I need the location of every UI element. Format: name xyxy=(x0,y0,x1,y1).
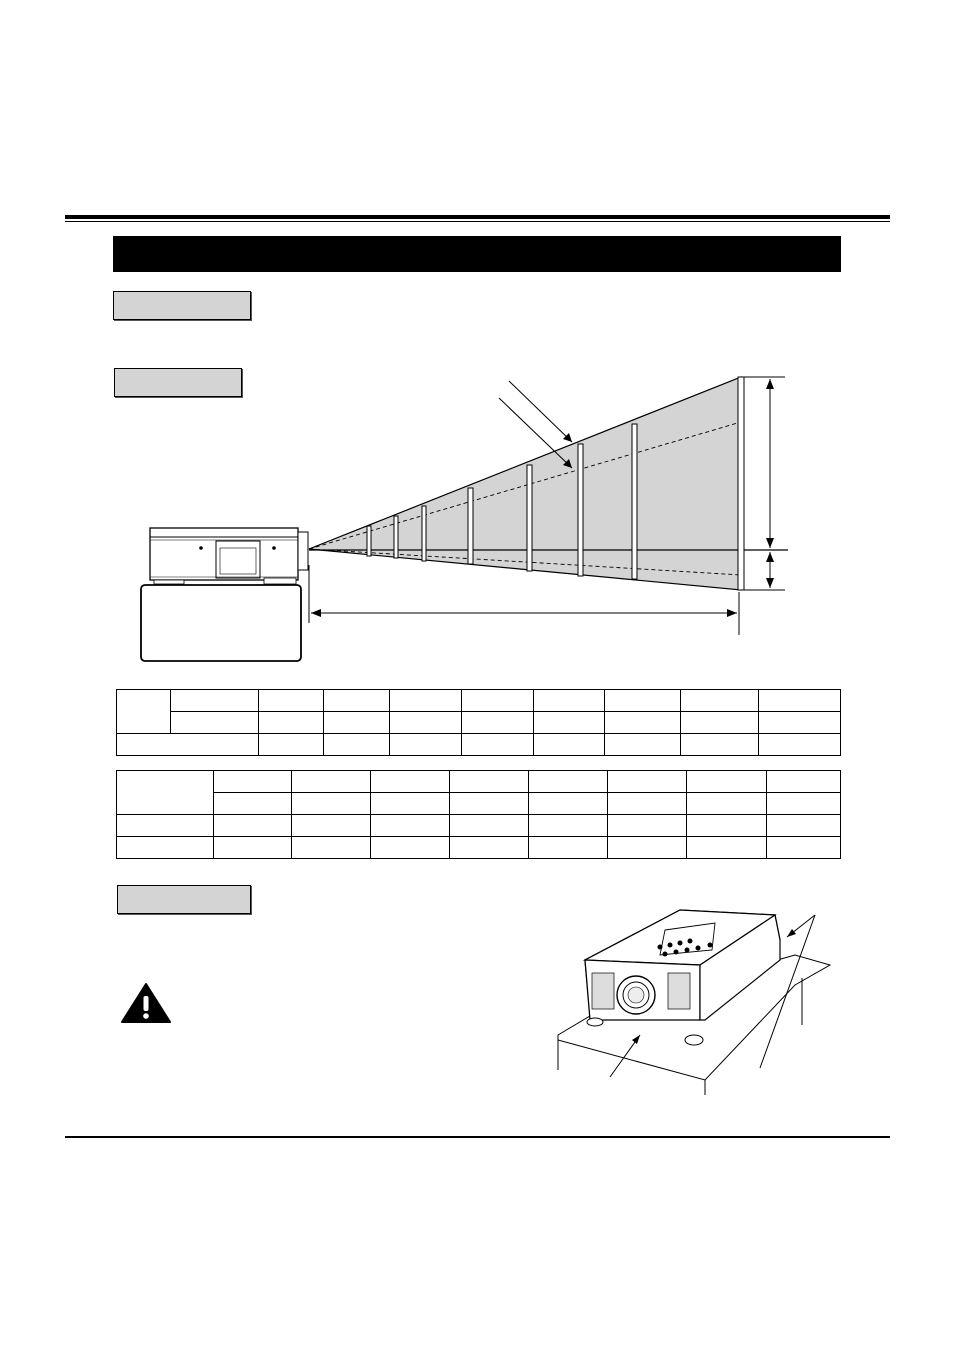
table-cell xyxy=(528,836,608,859)
table-cell xyxy=(766,814,841,837)
cone-dashed-lower xyxy=(308,548,742,576)
table-cell xyxy=(766,792,841,815)
table-cell xyxy=(370,770,450,793)
header-rule-thick xyxy=(65,215,890,219)
table-cell xyxy=(291,836,371,859)
screen-panels xyxy=(366,376,745,591)
section-label-2 xyxy=(114,368,242,397)
table-cell xyxy=(461,733,534,756)
header-rule-thin xyxy=(65,221,890,222)
table-cell xyxy=(449,770,529,793)
table-cell xyxy=(449,836,529,859)
pointer-arrow-upper xyxy=(508,380,573,443)
table-cell xyxy=(533,733,605,756)
table-cell xyxy=(213,792,292,815)
table-cell xyxy=(758,711,841,734)
cone-dashed-upper xyxy=(308,421,742,550)
table-1-row-header xyxy=(116,689,171,734)
table-cell xyxy=(607,836,687,859)
table-cell xyxy=(170,689,259,712)
table-cell xyxy=(461,689,534,712)
table-cell xyxy=(686,792,767,815)
table-cell xyxy=(607,792,687,815)
warning-triangle-icon xyxy=(121,983,171,1023)
table-cell xyxy=(258,689,324,712)
table-cell xyxy=(323,689,390,712)
section-label-1 xyxy=(113,291,251,320)
control-buttons xyxy=(657,938,713,957)
projector-stand xyxy=(140,584,302,662)
table-cell xyxy=(389,711,462,734)
table-cell xyxy=(258,711,324,734)
table-cell xyxy=(766,836,841,859)
table-cell xyxy=(686,836,767,859)
table-cell xyxy=(533,689,605,712)
table-cell xyxy=(389,733,462,756)
table-cell xyxy=(258,733,324,756)
table-cell xyxy=(686,770,767,793)
table-cell xyxy=(291,770,371,793)
table-cell xyxy=(680,711,759,734)
table-cell xyxy=(449,814,529,837)
table-cell xyxy=(680,689,759,712)
table-cell xyxy=(758,689,841,712)
table-cell xyxy=(370,792,450,815)
table-cell xyxy=(686,814,767,837)
table-cell xyxy=(604,711,681,734)
callout-line-side xyxy=(759,914,816,1069)
projector-perspective-illustration xyxy=(557,909,832,1095)
table-cell xyxy=(604,689,681,712)
projector-side-view xyxy=(149,527,309,585)
table-cell xyxy=(213,814,292,837)
table-cell xyxy=(291,792,371,815)
table-cell xyxy=(170,711,259,734)
screen-panel-largest xyxy=(737,376,745,591)
table-cell xyxy=(323,711,390,734)
table-cell xyxy=(213,770,292,793)
table-cell xyxy=(528,792,608,815)
projection-diagram xyxy=(140,376,788,662)
table-cell xyxy=(461,711,534,734)
table-cell xyxy=(449,792,529,815)
screen-panel xyxy=(526,464,533,572)
screen-panel xyxy=(421,505,427,562)
screen-panel xyxy=(467,487,474,565)
section-title-bar xyxy=(113,236,841,272)
distance-table-2 xyxy=(116,770,841,859)
table-cell xyxy=(291,814,371,837)
table-cell xyxy=(607,814,687,837)
projection-cone xyxy=(308,376,742,591)
table-cell xyxy=(533,711,605,734)
table-cell xyxy=(213,836,292,859)
table-cell xyxy=(370,836,450,859)
table-cell xyxy=(607,770,687,793)
table-cell xyxy=(116,733,259,756)
table-2-row-header xyxy=(116,770,214,815)
table-cell xyxy=(389,689,462,712)
table-cell xyxy=(604,733,681,756)
table-cell xyxy=(528,770,608,793)
table-cell xyxy=(528,814,608,837)
table-cell xyxy=(116,836,214,859)
screen-panel xyxy=(577,443,584,577)
table-cell xyxy=(766,770,841,793)
screen-panel xyxy=(631,423,638,580)
screen-panel xyxy=(366,525,372,557)
table-cell xyxy=(758,733,841,756)
table-cell xyxy=(370,814,450,837)
table-cell xyxy=(116,814,214,837)
screen-panel xyxy=(393,515,399,559)
section-label-3 xyxy=(117,885,251,914)
footer-rule xyxy=(65,1136,890,1138)
table-cell xyxy=(680,733,759,756)
pointer-arrow-lower xyxy=(498,397,573,469)
table-cell xyxy=(323,733,390,756)
distance-table-1 xyxy=(116,689,841,756)
projector-body xyxy=(582,909,781,1046)
